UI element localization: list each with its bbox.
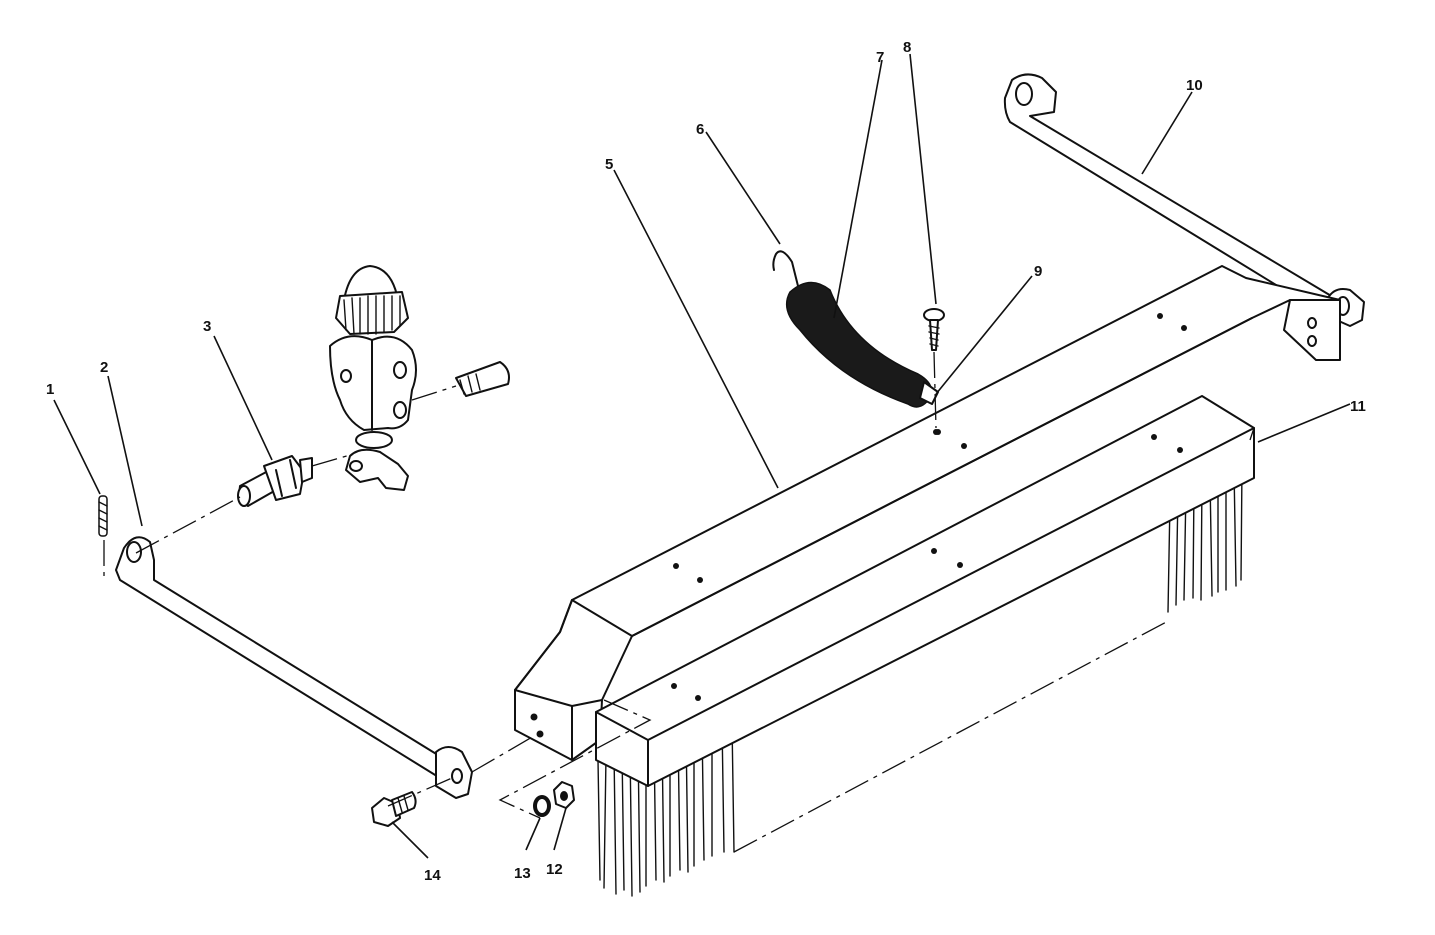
brush [595, 395, 1255, 897]
callout-3: 3 [203, 318, 211, 335]
assembly-centerlines [103, 351, 1255, 819]
lock-washer [533, 795, 551, 817]
roll-pin [98, 495, 108, 537]
callout-labels: 1 2 3 5 6 7 8 9 10 11 12 13 14 [46, 39, 1366, 884]
leader-lines [53, 53, 1351, 859]
frame-beam [514, 265, 1341, 761]
caster-assembly [329, 265, 510, 491]
callout-13: 13 [514, 865, 531, 882]
callout-9: 9 [1034, 263, 1042, 280]
callout-6: 6 [696, 121, 704, 138]
screw [923, 308, 945, 351]
callout-2: 2 [100, 359, 108, 376]
callout-14: 14 [424, 867, 441, 884]
bolt [371, 791, 417, 827]
callout-11: 11 [1350, 398, 1366, 415]
bushing [237, 455, 313, 507]
callout-7: 7 [876, 49, 884, 66]
nut [553, 781, 575, 809]
callout-1: 1 [46, 381, 54, 398]
callout-12: 12 [546, 861, 563, 878]
callout-5: 5 [605, 156, 613, 173]
callout-8: 8 [903, 39, 911, 56]
tow-bar-front [115, 536, 473, 799]
callout-10: 10 [1186, 77, 1203, 94]
hose-and-hook [772, 250, 939, 408]
